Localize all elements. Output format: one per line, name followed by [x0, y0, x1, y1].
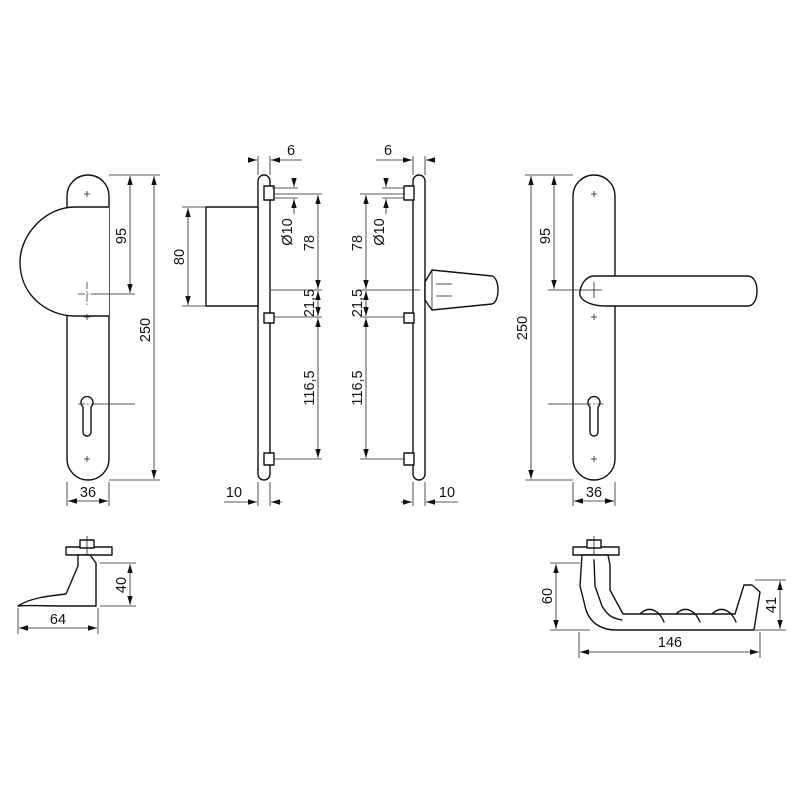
lever-side-view: 6 Ø10 78 21,5 116,5 10 [350, 143, 499, 506]
right-screw-holes [586, 191, 602, 462]
knob-side-dim-hole-diameter: Ø10 [280, 218, 296, 245]
lever-side-dim-spacing-bottom: 116,5 [350, 370, 366, 405]
left-dim-width: 36 [80, 485, 96, 501]
lever-profile-dim-height: 60 [540, 588, 556, 604]
right-dim-height: 250 [515, 316, 531, 340]
lever-side-lever [424, 269, 499, 311]
lever-profile-body [579, 554, 761, 631]
lever-side-screws [403, 185, 415, 466]
knob-side-dim-spacing-top: 78 [302, 235, 318, 251]
knob-side-dim-spacing-bottom: 116,5 [302, 370, 318, 405]
knob-side-dim-spacing-mid: 21,5 [302, 289, 318, 317]
knob-profile-dim-projection: 64 [50, 612, 66, 628]
left-dim-knob-to-keyhole: 95 [114, 228, 130, 244]
right-dim-width: 36 [586, 485, 602, 501]
knob-side-screws [263, 185, 275, 466]
left-screw-holes [84, 191, 90, 462]
right-dim-lever-to-keyhole: 95 [538, 228, 554, 244]
knob-profile-body [17, 554, 97, 607]
knob-side-dim-knob-length: 80 [172, 249, 188, 265]
right-lever-shape [579, 275, 758, 307]
knob-profile-dim-height: 40 [114, 577, 130, 593]
knob-side-dim-thickness: 6 [287, 143, 295, 159]
knob-side-view: 6 Ø10 80 78 21,5 116,5 10 [172, 143, 322, 506]
knob-profile-view: 40 64 [17, 536, 136, 634]
lever-profile-view: 60 41 146 [540, 536, 786, 658]
lever-side-dim-thickness: 6 [384, 143, 392, 159]
left-keyhole [80, 395, 94, 437]
lever-side-dim-bolt-offset: 10 [439, 485, 455, 501]
lever-side-dim-spacing-mid: 21,5 [350, 289, 366, 317]
knob-side-plate [257, 174, 271, 481]
knob-side-dim-bolt-offset: 10 [226, 485, 242, 501]
lever-profile-dim-length: 146 [658, 635, 682, 651]
knob-side-knob [205, 206, 259, 307]
lever-profile-dim-grip-height: 41 [764, 597, 780, 613]
lever-side-plate [412, 174, 426, 481]
lever-side-dim-hole-diameter: Ø10 [372, 218, 388, 245]
right-escutcheon-plate [572, 174, 616, 481]
right-keyhole [587, 395, 601, 437]
left-escutcheon-front-view: 95 250 36 [19, 174, 160, 506]
left-knob-shape [19, 206, 109, 317]
left-dim-height: 250 [138, 318, 154, 342]
right-escutcheon-front-view: 95 250 36 [515, 174, 758, 506]
lever-side-dim-spacing-top: 78 [350, 235, 366, 251]
